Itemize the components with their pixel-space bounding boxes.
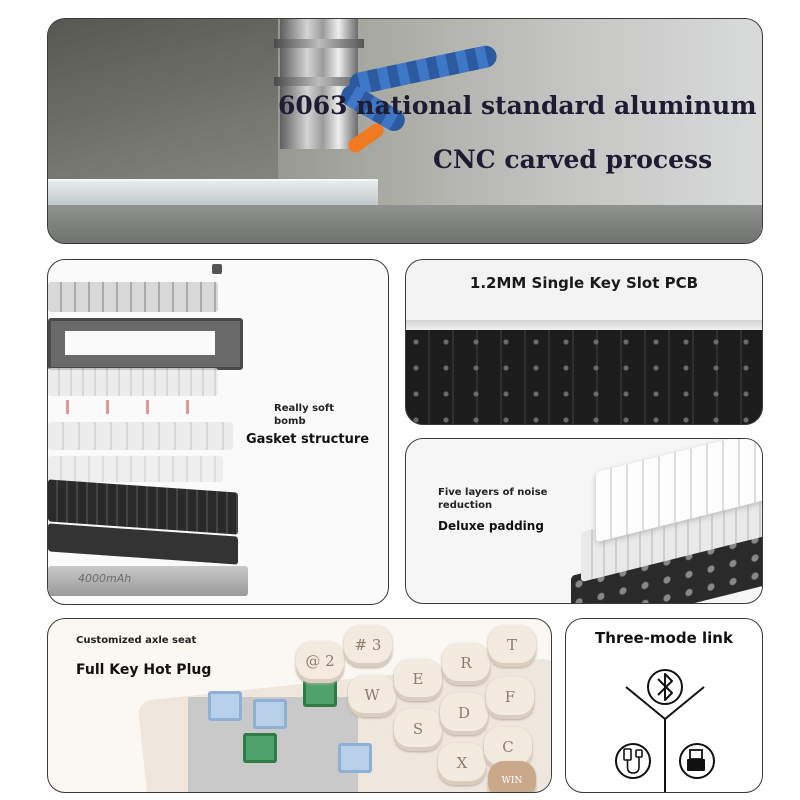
knob [212,264,222,274]
pcb-rail [406,320,762,330]
keycap-layer [48,282,218,312]
pcb-board [406,330,762,424]
padding-note: Five layers of noise reduction [438,487,548,511]
cnc-title: 6063 national standard aluminum [278,91,757,120]
mode-diagram [615,669,715,792]
bluetooth-icon [647,669,683,705]
usb-cable-icon [615,743,651,779]
top-case-frame [48,318,243,370]
pcb-title: 1.2MM Single Key Slot PCB [469,274,699,292]
coolant-hose [347,43,499,97]
padding-panel: Five layers of noise reduction Deluxe pa… [405,438,763,604]
keycap: @ 2 [296,641,344,683]
keycap: F [486,677,534,719]
switch-layer [48,368,218,396]
cnc-subtitle: CNC carved process [433,145,713,174]
connector-line [625,686,666,720]
machine-body [48,19,278,179]
switch-blue [208,691,242,721]
machine-table [48,205,762,243]
hotplug-title: Full Key Hot Plug [76,662,212,678]
keycap: D [440,693,488,735]
switch-blue [253,699,287,729]
gasket-title: Gasket structure [246,432,370,447]
aluminum-block [48,179,378,207]
spindle-ring [274,77,364,86]
hotplug-panel: @ 2 # 3 W E R T S D F X C WIN Customized… [47,618,552,793]
keycap: # 3 [344,625,392,667]
wireless-dongle-icon [679,743,715,779]
battery-label: 4000mAh [78,572,132,585]
three-mode-panel: Three-mode link [565,618,763,793]
keycap: WIN [488,761,536,792]
cnc-panel: 6063 national standard aluminum CNC carv… [47,18,763,244]
three-mode-title: Three-mode link [595,629,733,647]
battery-layer [48,566,248,596]
keycap: R [442,643,490,685]
foam-layer [48,456,223,482]
switch-blue [338,743,372,773]
pcb-panel: 1.2MM Single Key Slot PCB [405,259,763,425]
keycap: S [394,709,442,751]
switch-green [243,733,277,763]
gasket-panel: 4000mAh Really soft bomb Gasket structur… [47,259,389,605]
spindle-ring [274,39,364,48]
gasket-strips [48,400,198,414]
keycap: T [488,625,536,667]
keycap: X [438,743,486,785]
hotplug-note: Customized axle seat [76,635,197,646]
positioning-plate [48,422,233,450]
gasket-note: Really soft bomb [274,403,335,427]
keycap: E [394,659,442,701]
keycap: W [348,675,396,717]
connector-line [664,686,705,720]
padding-title: Deluxe padding [438,519,544,533]
